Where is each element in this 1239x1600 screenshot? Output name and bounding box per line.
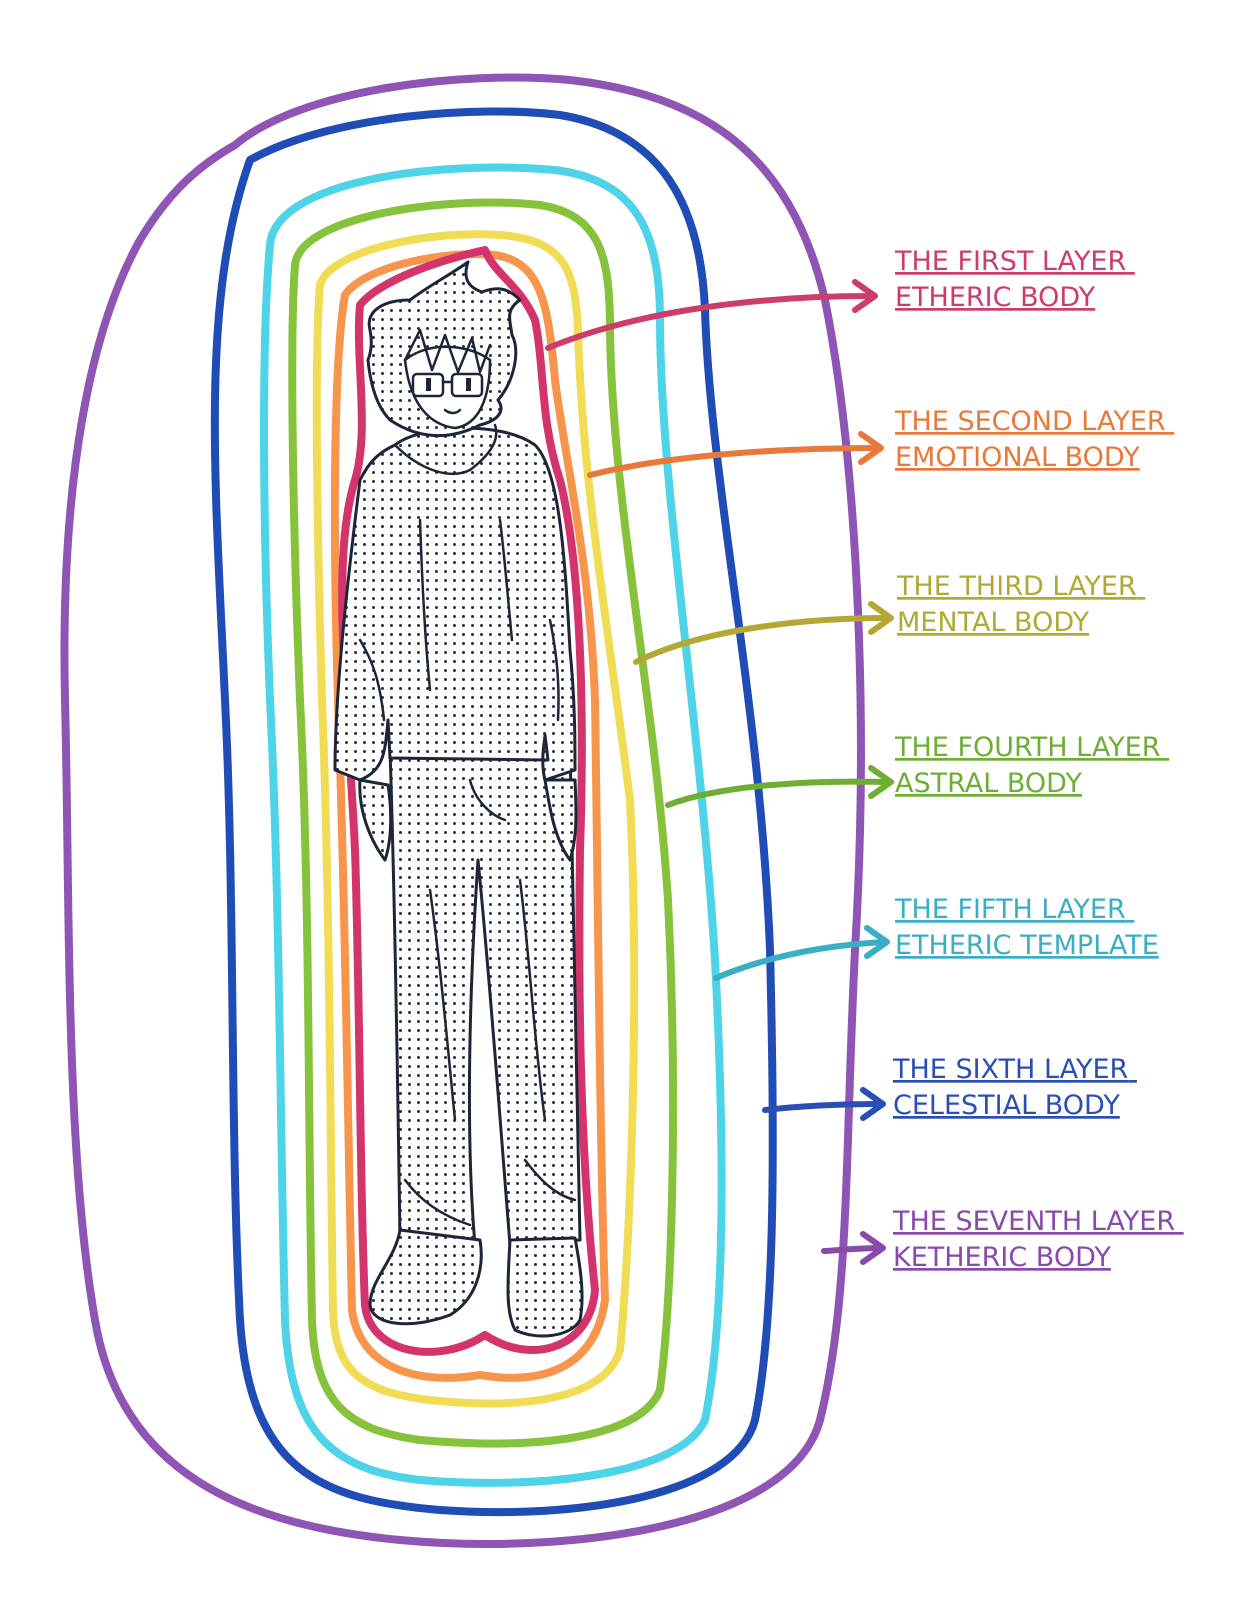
fifth-layer-aura-ring (260, 163, 726, 1487)
sixth-layer-arrowhead (860, 1087, 886, 1121)
fourth-layer-name: ASTRAL BODY (895, 768, 1082, 799)
second-layer-name: EMOTIONAL BODY (895, 442, 1140, 473)
fifth-layer-arrowhead (864, 925, 890, 959)
left-eye (426, 378, 431, 391)
third-layer-arrowhead (868, 601, 894, 635)
seventh-layer-label: THE SEVENTH LAYER KETHERIC BODY (892, 1206, 1184, 1273)
sixth-layer-aura-ring (210, 107, 777, 1517)
third-layer-label: THE THIRD LAYER MENTAL BODY (896, 571, 1145, 638)
layer-arrows (545, 279, 894, 1265)
fifth-layer-arrow (713, 939, 887, 981)
seventh-layer-name: KETHERIC BODY (893, 1242, 1111, 1273)
trousers (388, 746, 582, 1247)
third-layer-aura-ring (312, 230, 639, 1408)
third-layer-title: THE THIRD LAYER (896, 571, 1137, 602)
first-layer-arrow (545, 293, 875, 351)
fourth-layer-arrowhead (868, 765, 894, 799)
first-layer-label: THE FIRST LAYER ETHERIC BODY (894, 246, 1135, 313)
first-layer-title: THE FIRST LAYER (894, 246, 1126, 277)
layer-labels: THE FIRST LAYER ETHERIC BODY THE SECOND … (892, 246, 1184, 1273)
seventh-layer-aura-ring (60, 73, 865, 1548)
third-layer-name: MENTAL BODY (897, 607, 1090, 638)
first-layer-name: ETHERIC BODY (895, 282, 1096, 313)
second-layer-title: THE SECOND LAYER (894, 406, 1166, 437)
sixth-layer-title: THE SIXTH LAYER (892, 1054, 1128, 1085)
fourth-layer-aura-ring (288, 198, 678, 1448)
fourth-layer-title: THE FOURTH LAYER (894, 732, 1161, 763)
second-layer-label: THE SECOND LAYER EMOTIONAL BODY (894, 406, 1174, 473)
left-boot (368, 1228, 483, 1326)
seventh-layer-arrow (821, 1245, 883, 1254)
hood-outline (393, 423, 498, 475)
right-boot (506, 1236, 584, 1338)
mouth (443, 408, 462, 415)
sixth-layer-arrow (762, 1101, 883, 1113)
fourth-layer-arrow (665, 778, 891, 808)
second-layer-arrow (587, 445, 881, 478)
seventh-layer-arrowhead (860, 1231, 886, 1265)
sixth-layer-label: THE SIXTH LAYER CELESTIAL BODY (892, 1054, 1137, 1121)
glasses-left-lens (411, 372, 445, 398)
right-eye (466, 378, 471, 391)
fourth-layer-label: THE FOURTH LAYER ASTRAL BODY (894, 732, 1169, 799)
second-layer-arrowhead (858, 431, 884, 465)
hair-bangs (403, 328, 492, 374)
hoodie-folds (358, 518, 577, 1227)
glasses-right-lens (450, 372, 484, 398)
human-figure-illustration (333, 260, 584, 1338)
hoodie (333, 426, 577, 782)
first-layer-arrowhead (852, 279, 878, 313)
seventh-layer-title: THE SEVENTH LAYER (892, 1206, 1175, 1237)
fifth-layer-name: ETHERIC TEMPLATE (895, 930, 1159, 961)
fifth-layer-label: THE FIFTH LAYER ETHERIC TEMPLATE (894, 894, 1159, 961)
third-layer-arrow (633, 615, 891, 665)
sixth-layer-name: CELESTIAL BODY (893, 1090, 1120, 1121)
fifth-layer-title: THE FIFTH LAYER (894, 894, 1126, 925)
left-hand (358, 778, 393, 862)
right-hand (543, 778, 578, 862)
